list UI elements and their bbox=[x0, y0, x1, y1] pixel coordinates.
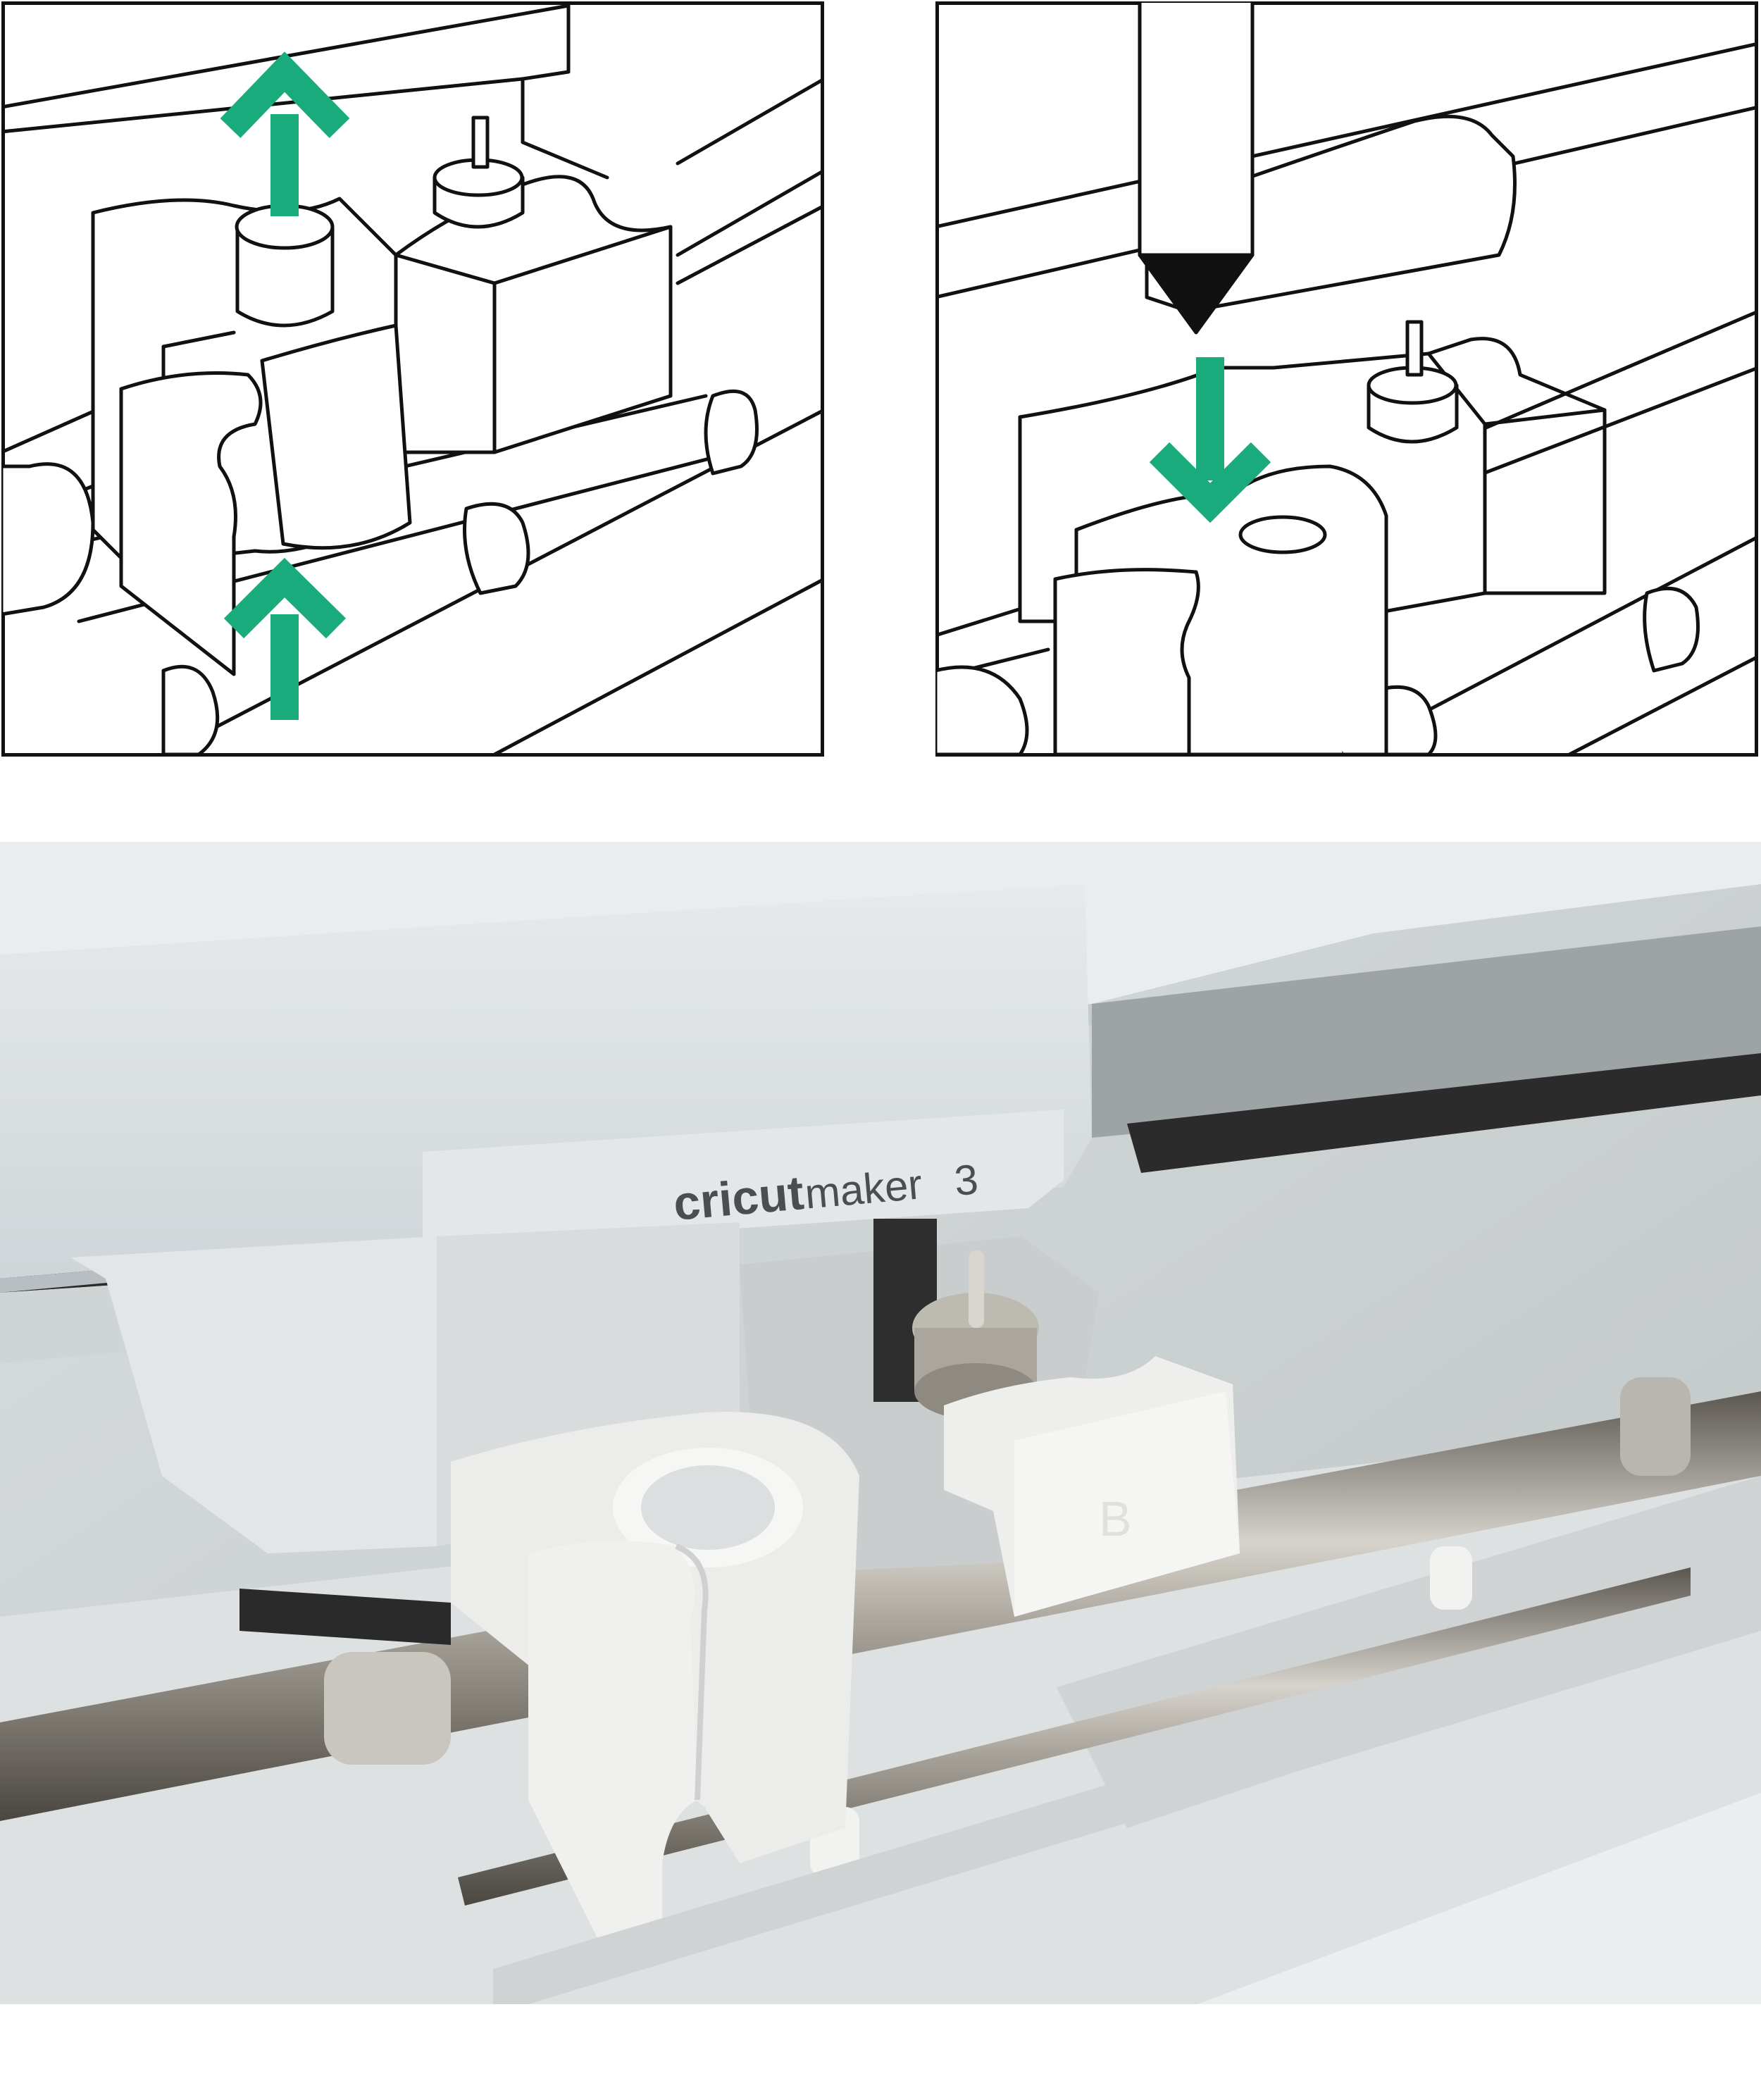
clamp-letter: B bbox=[1099, 1491, 1132, 1546]
carriage-photo: cricut maker 3 B bbox=[0, 842, 1761, 2004]
arrow-up-icon bbox=[220, 51, 350, 216]
arrow-up-icon bbox=[223, 557, 347, 720]
cricut-logo: cricut maker 3 bbox=[671, 1155, 980, 1231]
model-number: 3 bbox=[952, 1155, 980, 1205]
remove-blade-diagram bbox=[1, 1, 824, 757]
model-name: maker bbox=[803, 1160, 924, 1217]
arrow-down-icon bbox=[1149, 357, 1271, 523]
insert-pen-diagram bbox=[935, 1, 1758, 757]
illustration-remove-blade bbox=[1, 1, 824, 757]
photo-cricut-carriage: cricut maker 3 B bbox=[0, 842, 1761, 2004]
illustration-insert-pen bbox=[935, 1, 1758, 757]
brand-name: cricut bbox=[671, 1166, 806, 1231]
